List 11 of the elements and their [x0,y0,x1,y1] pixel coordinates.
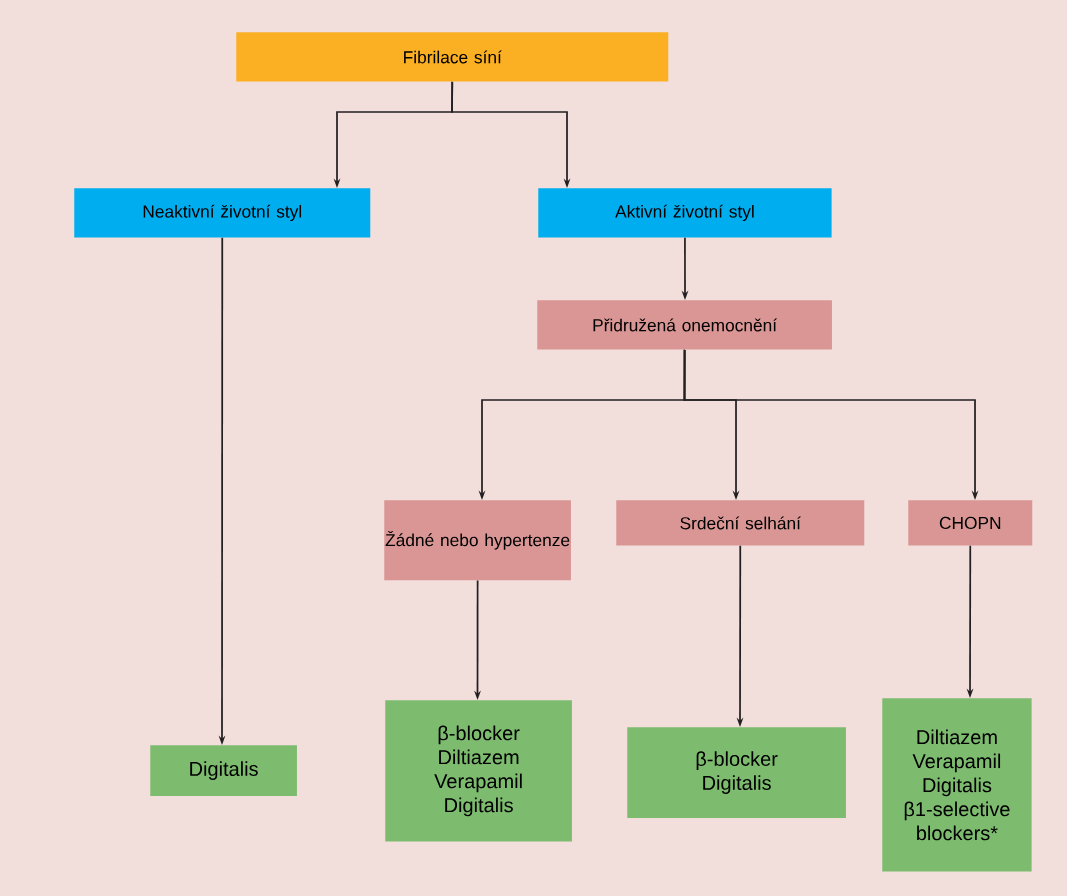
lifestyle-box: Aktivní životní styl [538,188,832,238]
comorbidity-box: Žádné nebo hypertenze [384,500,571,581]
treatment-box: Digitalis [150,745,297,796]
lifestyle-box: Neaktivní životní styl [74,188,371,238]
treatment-box: β-blocker Diltiazem Verapamil Digitalis [385,700,572,842]
comorbidity-box: Srdeční selhání [616,500,865,546]
title-box: Fibrilace síní [236,32,669,82]
treatment-box: β-blocker Digitalis [627,727,846,818]
comorbidity-box: CHOPN [908,500,1033,546]
treatment-box: Diltiazem Verapamil Digitalis β1-selective blockers* [882,698,1032,872]
comorbidity-box: Přidružená onemocnění [537,300,832,350]
